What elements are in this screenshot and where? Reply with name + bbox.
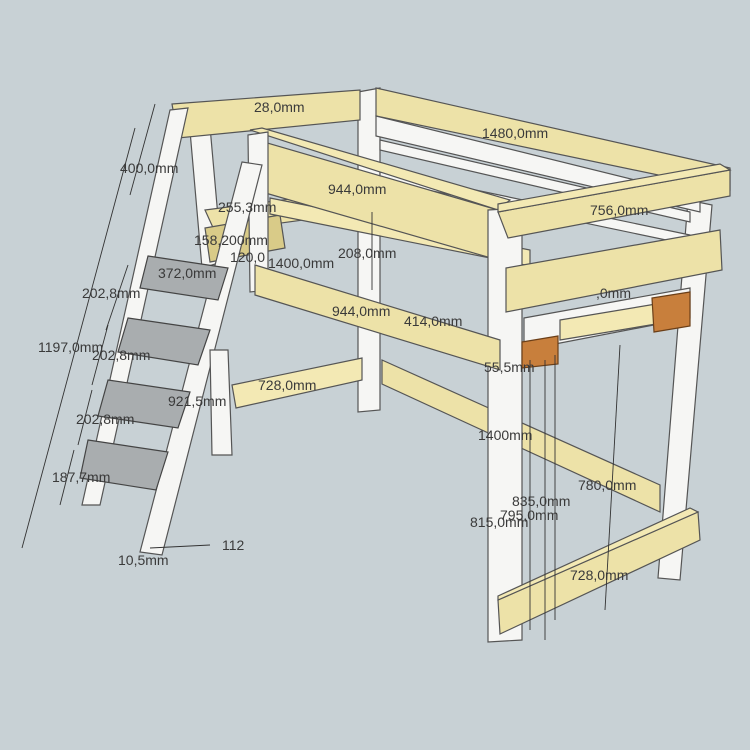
ladder (79, 107, 263, 556)
dim-label: 1197,0mm (38, 339, 103, 355)
dim-label: 756,0mm (590, 202, 648, 218)
dim-label: 112 (222, 537, 245, 553)
support-block (521, 335, 559, 369)
dim-label: 255,3mm (218, 199, 276, 215)
dim-label: 414,0mm (404, 313, 462, 329)
dim-label: 1400mm (478, 427, 532, 443)
dim-label: 944,0mm (332, 303, 390, 319)
back-right-post (657, 199, 713, 581)
dim-label: 1480,0mm (482, 125, 548, 141)
foot-top-rail (497, 163, 732, 239)
dim-label: 921,5mm (168, 393, 226, 409)
dim-label: 728,0mm (258, 377, 316, 393)
dim-label: 55,5mm (484, 359, 535, 375)
dimension-lines (21, 103, 621, 640)
dimension-labels: 28,0mm 1480,0mm 400,0mm 944,0mm 756,0mm … (38, 99, 648, 583)
dim-label: ,0mm (596, 285, 631, 301)
dim-label: 795,0mm (500, 507, 558, 523)
dim-label: 944,0mm (328, 181, 386, 197)
dim-label: 120,0 (230, 249, 265, 265)
foot-mid-rail (505, 229, 723, 369)
dim-label: 372,0mm (158, 265, 216, 281)
dim-label: 400,0mm (120, 160, 178, 176)
foot-bottom-rail (497, 507, 701, 635)
dim-label: 1400,0mm (268, 255, 334, 271)
dim-label: 780,0mm (578, 477, 636, 493)
dim-label: 815,0mm (470, 514, 528, 530)
dim-label: 187,7mm (52, 469, 110, 485)
dim-label: 158,200mm (194, 232, 268, 248)
dim-label: 728,0mm (570, 567, 628, 583)
dim-label: 208,0mm (338, 245, 396, 261)
dim-label: 202,8mm (76, 411, 134, 427)
lower-front-rail (254, 264, 501, 371)
dim-label: 10,5mm (118, 552, 169, 568)
dim-label: 835,0mm (512, 493, 570, 509)
dim-label: 202,8mm (92, 347, 150, 363)
support-block (651, 291, 691, 333)
dim-label: 202,8mm (82, 285, 140, 301)
dim-label: 28,0mm (254, 99, 305, 115)
